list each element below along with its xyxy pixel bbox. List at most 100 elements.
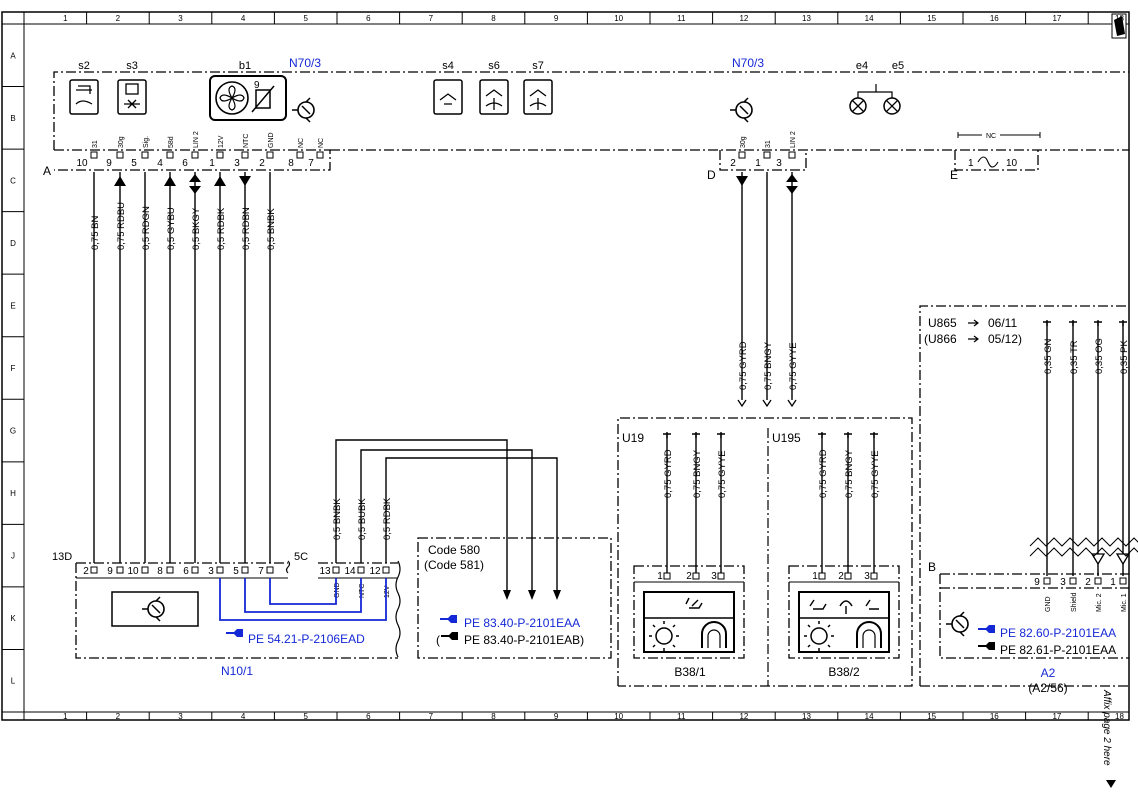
conn-13d-pin: 5 <box>233 566 239 577</box>
u19-label: U19 <box>622 431 644 445</box>
grid-col-bottom: 16 <box>990 712 999 721</box>
connector-b-pin: 9 <box>1034 577 1040 588</box>
grid-row-label: C <box>10 176 16 185</box>
wire-label: 0,75 RDBU <box>116 202 127 250</box>
grid-col-top: 14 <box>865 14 874 23</box>
connector-a-signal: GND <box>268 132 275 148</box>
grid-row-label: A <box>10 51 16 60</box>
connector-a-signal: NC <box>318 138 325 148</box>
s4-label: s4 <box>442 60 454 72</box>
wire-label: 0,5 RDBK <box>216 207 227 250</box>
grid-row-label: D <box>10 239 16 248</box>
conn-5c-label: 5C <box>294 551 308 563</box>
grid-col-bottom: 17 <box>1052 712 1061 721</box>
grid-col-bottom: 3 <box>178 712 183 721</box>
grid-row-label: E <box>10 301 15 310</box>
grid-col-bottom: 18 <box>1115 712 1124 721</box>
conn-13d-pin: 9 <box>107 566 113 577</box>
connector-b-label: B <box>928 560 936 574</box>
connector-e-nc: NC <box>986 133 996 140</box>
u195-label: U195 <box>772 431 801 445</box>
sun-sensor-icon <box>649 621 679 651</box>
grid-row-label: K <box>10 614 16 623</box>
wire-label: 0,5 GYBU <box>166 207 177 250</box>
connector-a-pin: 4 <box>157 158 163 169</box>
grid-col-bottom: 10 <box>614 712 623 721</box>
wire-label: 0,75 GYYE <box>717 450 728 498</box>
u866-label: (U866 <box>924 332 957 346</box>
wire-label: 0,75 GYRD <box>738 341 749 390</box>
grid-col-bottom: 6 <box>366 712 371 721</box>
grid-col-bottom: 14 <box>865 712 874 721</box>
grid-col-bottom: 8 <box>491 712 496 721</box>
grid-col-bottom: 15 <box>927 712 936 721</box>
b38-1-title: B38/1 <box>674 665 706 679</box>
connector-a-signal: NC <box>298 138 305 148</box>
wire-label: 0,75 GYRD <box>663 449 674 498</box>
conn-13d-label: 13D <box>52 551 72 563</box>
wire-label: 0,75 BNGY <box>763 341 774 390</box>
sensor-symbol-icon <box>142 596 165 622</box>
wire-label: 0,5 RDBN <box>241 207 252 250</box>
tunnel-sensor-icon <box>856 621 882 648</box>
grid-col-top: 13 <box>802 14 811 23</box>
down-arrow-icon <box>1106 780 1116 788</box>
n70-3-left-title: N70/3 <box>289 56 321 70</box>
a2-ref-2: PE 82.61-P-2101EAA <box>1000 643 1116 657</box>
grid-col-bottom: 7 <box>429 712 434 721</box>
grid-col-bottom: 2 <box>116 712 121 721</box>
conn-13d-pin: 2 <box>83 566 89 577</box>
connector-b-signal: GND <box>1045 596 1052 612</box>
grid-col-top: 4 <box>241 14 246 23</box>
conn-5c-pin: 14 <box>344 566 356 577</box>
internal-links <box>219 578 387 621</box>
connector-b-signal: Mic. 1 <box>1121 593 1128 612</box>
sun-sensor-icon <box>804 621 834 651</box>
code-ref-1: PE 83.40-P-2101EAA <box>464 616 580 630</box>
a2-title: A2 <box>1041 666 1056 680</box>
sensor-pin: 2 <box>838 571 844 582</box>
grid-col-top: 15 <box>927 14 936 23</box>
grid-col-top: 7 <box>429 14 434 23</box>
code-581-label: (Code 581) <box>424 558 484 572</box>
conn-13d-pin: 7 <box>258 566 264 577</box>
s2-label: s2 <box>78 60 90 72</box>
s6-switch-icon <box>479 79 509 115</box>
grid-frame <box>1 11 1130 721</box>
connector-d-pin: 3 <box>776 158 782 169</box>
grid-col-bottom: 12 <box>739 712 748 721</box>
connector-d-label: D <box>707 168 716 182</box>
connector-a-pin: 10 <box>76 158 88 169</box>
grid-col-top: 5 <box>303 14 308 23</box>
grid-row-label: L <box>11 677 16 686</box>
tunnel-sensor-icon <box>701 621 727 648</box>
wire-runs <box>93 172 793 592</box>
grid-row-label: F <box>11 364 16 373</box>
grid-col-bottom: 1 <box>63 712 68 721</box>
connector-d-pin: 1 <box>755 158 761 169</box>
wire-label: 0,5 RDBK <box>382 497 393 540</box>
grid-col-top: 3 <box>178 14 183 23</box>
sensor-pin: 1 <box>812 571 818 582</box>
connector-a-pin: 5 <box>131 158 137 169</box>
connector-b-signal: Shield <box>1071 592 1078 612</box>
conn-5c-pin: 12 <box>369 566 381 577</box>
connector-d-pin: 2 <box>730 158 736 169</box>
grid-col-top: 8 <box>491 14 496 23</box>
lamp-e5-icon <box>883 97 901 115</box>
connector-d-signal: 31 <box>765 140 772 148</box>
connector-b-signal: Mic. 2 <box>1096 593 1103 612</box>
connector-e-label: E <box>950 168 958 182</box>
grid-col-top: 2 <box>116 14 121 23</box>
conn-13d-pin: 8 <box>157 566 163 577</box>
connector-d-signal: 30g <box>740 136 747 148</box>
u866-date: 05/12) <box>988 332 1022 346</box>
connector-a-pin: 3 <box>234 158 240 169</box>
wire-label: 0,5 BKGY <box>191 207 202 250</box>
s6-label: s6 <box>488 60 500 72</box>
sensor-pin: 1 <box>657 571 663 582</box>
wire-label: 0,35 TR <box>1069 340 1080 374</box>
